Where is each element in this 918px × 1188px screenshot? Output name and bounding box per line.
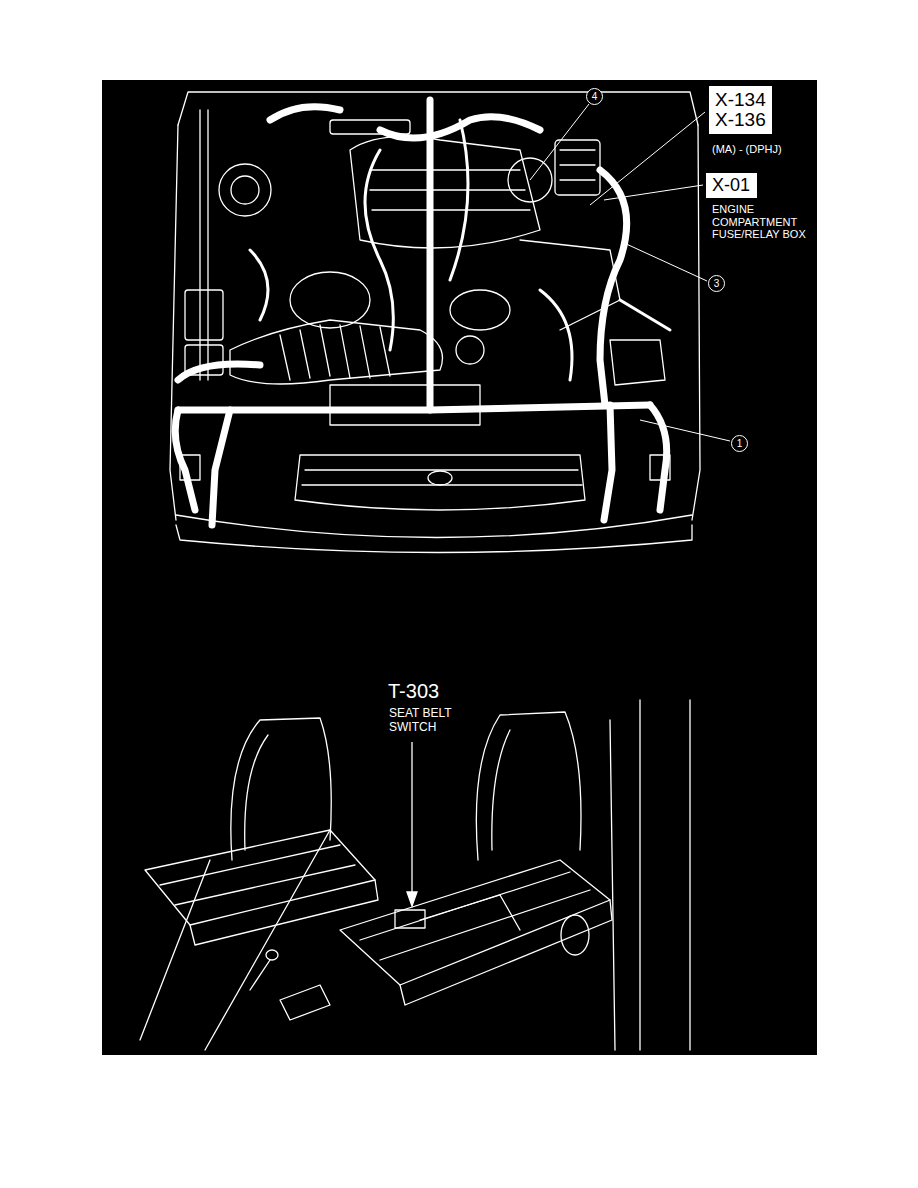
component-name: ENGINE COMPARTMENT FUSE/RELAY BOX	[712, 203, 812, 241]
switch-pointer	[407, 742, 417, 906]
seat-drawing	[140, 700, 690, 1050]
option-code: (MA) - (DPHJ)	[712, 143, 822, 156]
leader-lines	[530, 104, 730, 441]
branch-wires	[250, 120, 670, 380]
connector-id: X-136	[715, 110, 766, 130]
black-panel	[102, 80, 817, 1055]
connector-id-box: X-134X-136	[708, 85, 773, 135]
callout-number: 3	[708, 275, 725, 292]
callout-number: 4	[586, 88, 603, 105]
callout-number: 1	[731, 435, 748, 452]
connector-id-box: X-01	[705, 172, 758, 199]
connector-id: X-134	[715, 90, 766, 110]
component-name: SEAT BELT SWITCH	[389, 707, 467, 735]
connector-id: X-01	[712, 176, 751, 195]
connector-id: T-303	[388, 680, 488, 703]
engine-compartment-drawing	[170, 92, 700, 553]
wiring-harness	[175, 100, 666, 525]
